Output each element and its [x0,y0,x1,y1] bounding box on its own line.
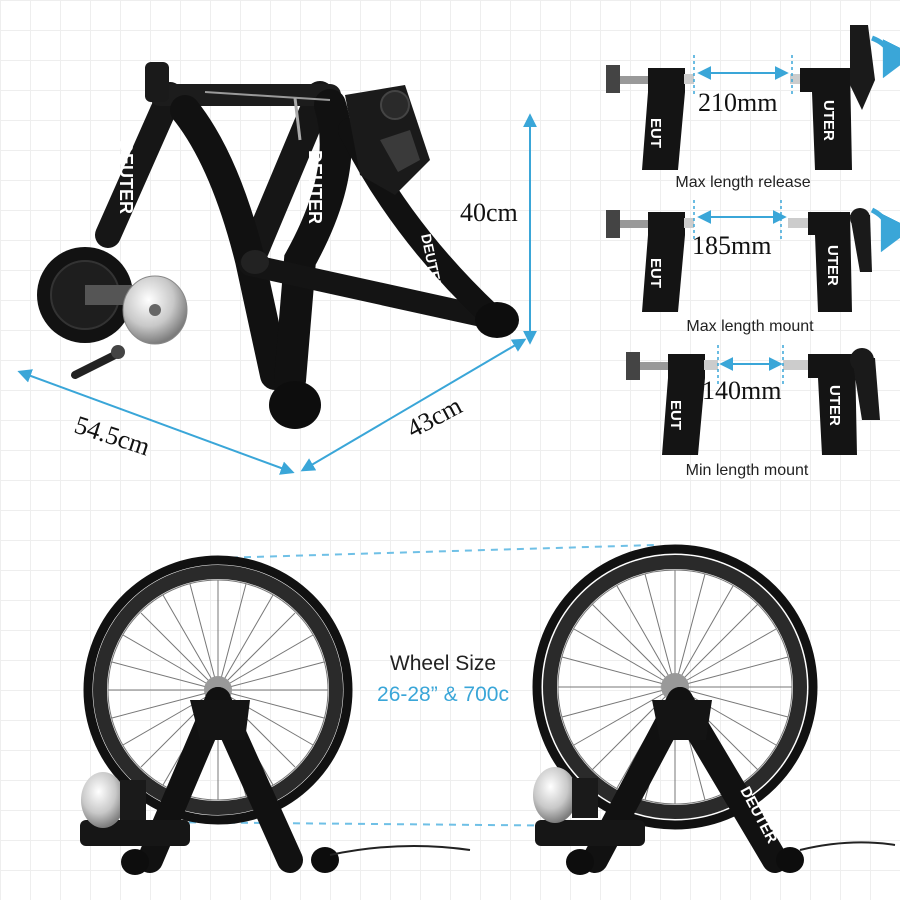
trainer-stand-left [80,687,471,875]
wheel-size-title: Wheel Size [389,652,497,675]
brand-logo-front-leg: DEUTER [305,150,325,224]
axle-length-min-mount: 140mm [702,376,782,405]
length-dimension-arrow [17,369,295,475]
axle-diagram-min-mount [626,345,880,455]
axle-length-release: 210mm [698,88,778,117]
axle-diagram-release [606,25,875,170]
brand-logo-back-leg: DEUTER [116,140,136,214]
axle-caption-min-mount: Min length mount [685,462,809,479]
rotate-arrow-icon [871,35,900,79]
axle-brand-logo: UTER [826,385,843,426]
height-label: 40cm [460,198,518,227]
trainer-stand-right [533,687,896,875]
axle-brand-logo: UTER [820,100,837,141]
axle-length-max-mount: 185mm [692,231,772,260]
axle-diagram-max-mount [606,200,872,312]
width-dimension-arrow [300,338,527,472]
wheel-size-values: 26-28” & 700c [377,683,509,706]
axle-caption-max-mount: Max length mount [686,318,814,335]
axle-brand-logo: EUT [667,400,684,430]
bottom-alignment-line [149,821,601,827]
top-alignment-line [217,544,656,559]
axle-brand-logo: EUT [647,118,664,148]
trainer-frame [37,62,519,429]
axle-caption-release: Max length release [675,174,811,191]
wheel-large [83,555,353,825]
axle-brand-logo: EUT [647,258,664,288]
rotate-arrow-icon [870,207,900,253]
axle-brand-logo: UTER [824,245,841,286]
